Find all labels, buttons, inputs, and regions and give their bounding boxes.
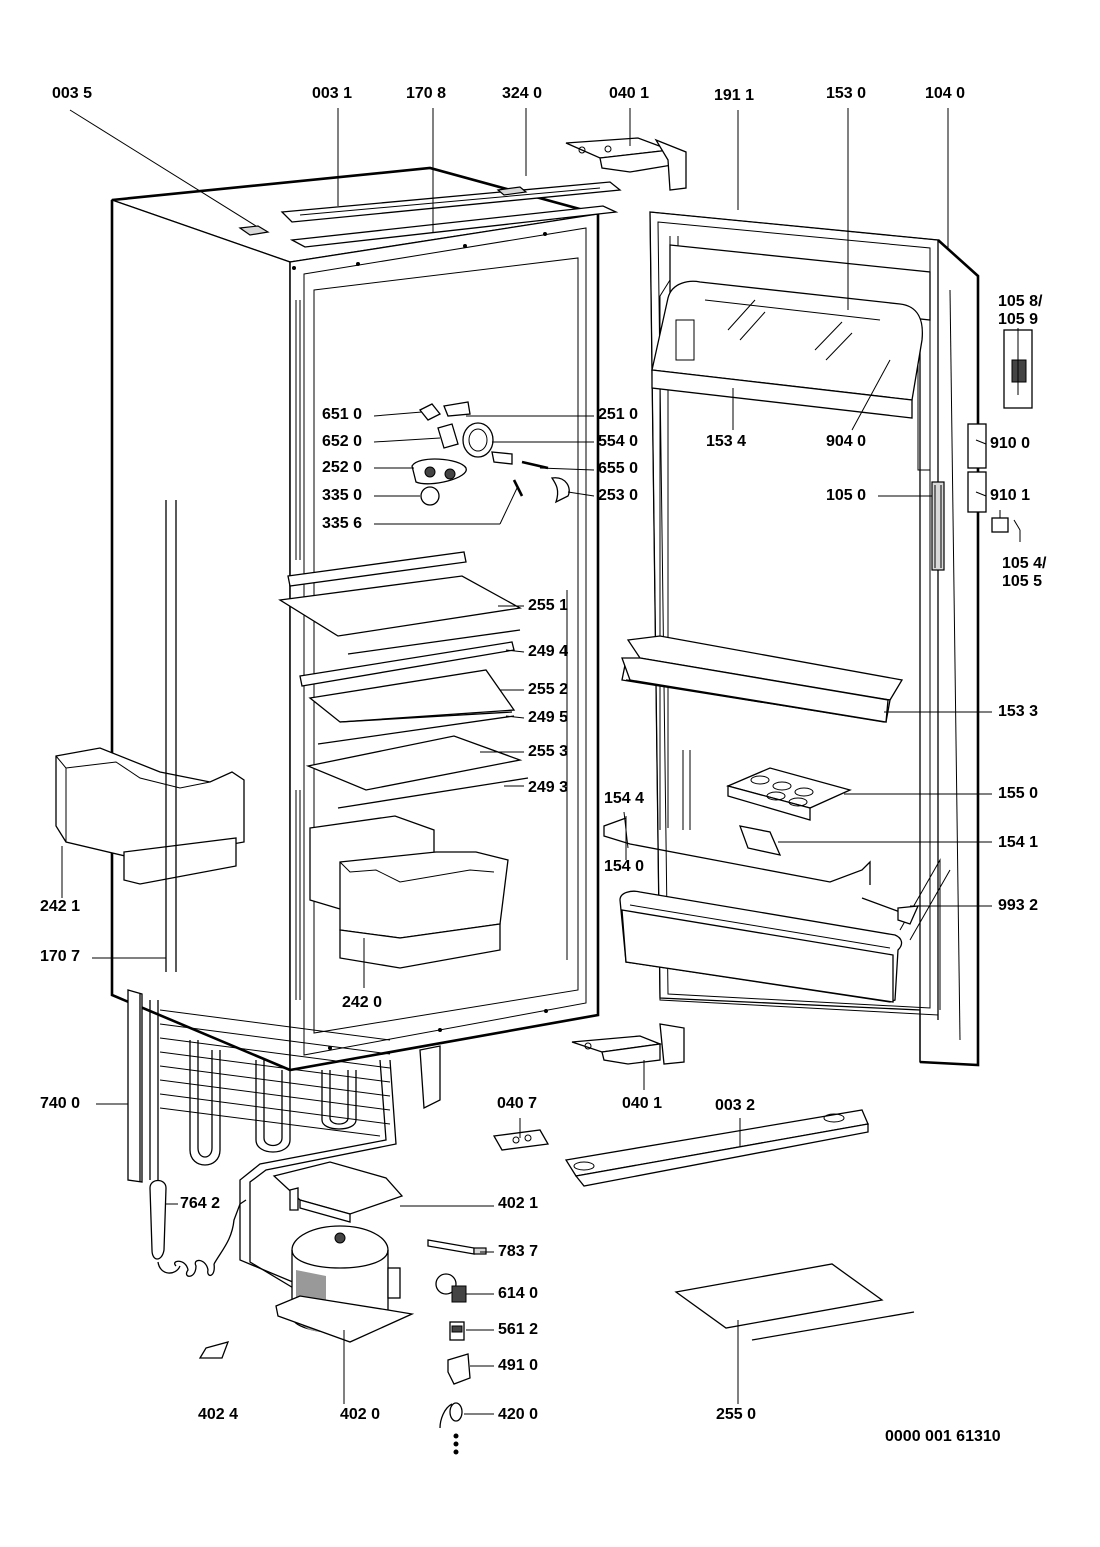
label-1054-1055: 105 4/105 5 bbox=[1002, 555, 1046, 591]
label-1058-1059: 105 8/105 9 bbox=[998, 293, 1042, 329]
label-6510: 651 0 bbox=[322, 406, 363, 423]
bottom-hinge bbox=[571, 1023, 685, 1065]
label-2551: 255 1 bbox=[528, 597, 569, 614]
label-2420: 242 0 bbox=[342, 994, 383, 1011]
base-strip bbox=[564, 1109, 869, 1187]
left-crisper bbox=[55, 747, 245, 885]
label-2550: 255 0 bbox=[716, 1406, 757, 1423]
label-6520: 652 0 bbox=[322, 433, 363, 450]
drier bbox=[149, 1179, 247, 1277]
label-1050: 105 0 bbox=[826, 487, 867, 504]
label-2552: 255 2 bbox=[528, 681, 569, 698]
label-1530: 153 0 bbox=[826, 85, 867, 102]
compressor bbox=[275, 1225, 415, 1343]
label-0401-bottom: 040 1 bbox=[622, 1095, 663, 1112]
label-3350: 335 0 bbox=[322, 487, 363, 504]
label-2421: 242 1 bbox=[40, 898, 81, 915]
door-shelf-lower bbox=[619, 890, 903, 1003]
label-2493: 249 3 bbox=[528, 779, 569, 796]
top-cover-strips bbox=[238, 181, 622, 248]
label-1054: 105 4/ bbox=[1002, 555, 1047, 572]
label-1040: 104 0 bbox=[925, 85, 966, 102]
label-7642: 764 2 bbox=[180, 1195, 221, 1212]
label-1708: 170 8 bbox=[406, 85, 447, 102]
door bbox=[649, 211, 980, 1067]
label-0031: 003 1 bbox=[312, 85, 353, 102]
label-6140: 614 0 bbox=[498, 1285, 539, 1302]
document-number: 0000 001 61310 bbox=[885, 1428, 1001, 1445]
label-2510: 251 0 bbox=[598, 406, 639, 423]
label-7837: 783 7 bbox=[498, 1243, 539, 1260]
label-5612: 561 2 bbox=[498, 1321, 539, 1338]
label-1541: 154 1 bbox=[998, 834, 1039, 851]
label-4200: 420 0 bbox=[498, 1406, 539, 1423]
label-1059: 105 9 bbox=[998, 311, 1039, 328]
label-0032: 003 2 bbox=[715, 1097, 756, 1114]
label-1550: 155 0 bbox=[998, 785, 1039, 802]
loose-glass-shelf bbox=[674, 1263, 915, 1341]
label-2520: 252 0 bbox=[322, 459, 363, 476]
condenser bbox=[127, 989, 441, 1293]
label-3240: 324 0 bbox=[502, 85, 543, 102]
label-1540: 154 0 bbox=[604, 858, 645, 875]
label-2530: 253 0 bbox=[598, 487, 639, 504]
label-1534: 153 4 bbox=[706, 433, 747, 450]
label-4021: 402 1 bbox=[498, 1195, 539, 1212]
label-1055: 105 5 bbox=[1002, 573, 1043, 590]
label-1533: 153 3 bbox=[998, 703, 1039, 720]
label-9040: 904 0 bbox=[826, 433, 867, 450]
door-fittings bbox=[931, 329, 1033, 571]
label-6550: 655 0 bbox=[598, 460, 639, 477]
label-2495: 249 5 bbox=[528, 709, 569, 726]
label-1707: 170 7 bbox=[40, 948, 81, 965]
label-9101: 910 1 bbox=[990, 487, 1031, 504]
label-4024: 402 4 bbox=[198, 1406, 239, 1423]
label-7400: 740 0 bbox=[40, 1095, 81, 1112]
side-tube bbox=[165, 500, 177, 972]
electrical-parts bbox=[198, 1239, 487, 1455]
dairy-compartment bbox=[651, 244, 931, 419]
label-0407: 040 7 bbox=[497, 1095, 538, 1112]
label-3356: 335 6 bbox=[322, 515, 363, 532]
egg-tray bbox=[726, 767, 852, 821]
label-0401-top: 040 1 bbox=[609, 85, 650, 102]
thermostat-group bbox=[411, 401, 570, 506]
label-1544: 154 4 bbox=[604, 790, 645, 807]
leader-lines bbox=[61, 108, 1021, 1415]
label-1058: 105 8/ bbox=[998, 293, 1043, 310]
label-2553: 255 3 bbox=[528, 743, 569, 760]
top-hinge bbox=[565, 137, 687, 191]
label-2494: 249 4 bbox=[528, 643, 569, 660]
label-0035: 003 5 bbox=[52, 85, 93, 102]
label-9932: 993 2 bbox=[998, 897, 1039, 914]
label-9100: 910 0 bbox=[990, 435, 1031, 452]
door-switch bbox=[861, 897, 920, 925]
crisper-boxes bbox=[309, 815, 509, 969]
label-1911: 191 1 bbox=[714, 87, 755, 104]
compressor-tray bbox=[272, 1161, 404, 1223]
glass-shelves bbox=[278, 551, 529, 809]
door-shelf-upper bbox=[621, 635, 904, 723]
label-4910: 491 0 bbox=[498, 1357, 539, 1374]
label-4020: 402 0 bbox=[340, 1406, 381, 1423]
label-5540: 554 0 bbox=[598, 433, 639, 450]
hinge-plate bbox=[492, 1129, 550, 1151]
